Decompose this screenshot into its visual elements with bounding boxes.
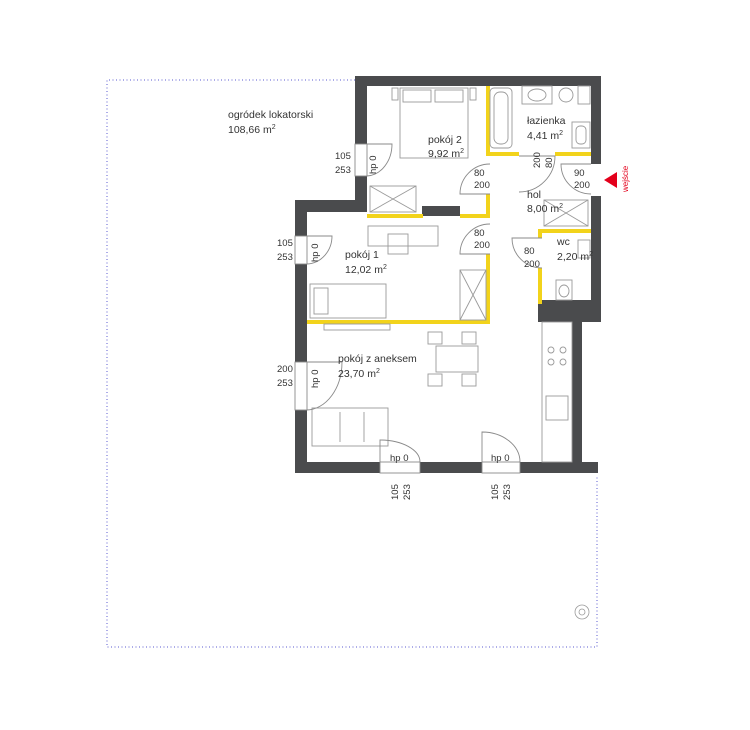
door-dim-entry-h: 200 xyxy=(574,180,590,191)
window-dim-bottom-left-h: 253 xyxy=(402,484,413,500)
door-dim-entry-w: 90 xyxy=(574,168,585,179)
entrance-label: wejście xyxy=(621,165,630,193)
window-hp-bottom-left: hp 0 xyxy=(390,453,409,464)
door-swings xyxy=(306,143,592,463)
room-area-pokoj1: 12,02 m2 xyxy=(345,264,387,276)
room-area-aneks: 23,70 m2 xyxy=(338,368,380,380)
garden-label: ogródek lokatorski xyxy=(228,109,313,121)
window-dim-pokoj2-h: 253 xyxy=(335,165,351,176)
window-dim-pokoj2-w: 105 xyxy=(335,151,351,162)
windows xyxy=(294,143,521,474)
room-area-pokoj2: 9,92 m2 xyxy=(428,148,464,160)
garden-boundary xyxy=(106,79,598,648)
door-dim-pokoj1-w: 80 xyxy=(474,228,485,239)
room-name-wc: wc xyxy=(556,236,570,248)
door-dim-wc-w: 80 xyxy=(524,246,535,257)
window-hp-aneks: hp 0 xyxy=(310,370,321,389)
door-dim-pokoj1-h: 200 xyxy=(474,240,490,251)
window-dim-bottom-left-w: 105 xyxy=(390,484,401,500)
partition-walls xyxy=(307,86,591,324)
window-dim-bottom-right-w: 105 xyxy=(490,484,501,500)
window-hp-pokoj1: hp 0 xyxy=(310,244,321,263)
door-dim-pokoj2-h: 200 xyxy=(474,180,490,191)
room-name-lazienka: łazienka xyxy=(527,115,566,127)
room-name-aneks: pokój z aneksem xyxy=(338,353,417,365)
door-dim-lazienka-w: 80 xyxy=(544,157,555,168)
furniture xyxy=(309,85,591,463)
window-dim-pokoj1-w: 105 xyxy=(277,238,293,249)
window-dim-aneks-h: 253 xyxy=(277,378,293,389)
window-dim-pokoj1-h: 253 xyxy=(277,252,293,263)
window-dim-bottom-right-h: 253 xyxy=(502,484,513,500)
window-hp-bottom-right: hp 0 xyxy=(491,453,510,464)
entrance-arrow-icon xyxy=(604,172,617,188)
room-area-hol: 8,00 m2 xyxy=(527,203,563,215)
room-name-pokoj2: pokój 2 xyxy=(428,134,462,146)
room-area-wc: 2,20 m2 xyxy=(557,251,593,263)
window-dim-aneks-w: 200 xyxy=(277,364,293,375)
door-dim-pokoj2-w: 80 xyxy=(474,168,485,179)
window-hp-pokoj2: hp 0 xyxy=(368,156,379,175)
tree-icon xyxy=(574,604,590,620)
room-name-hol: hol xyxy=(527,189,541,201)
door-dim-wc-h: 200 xyxy=(524,259,540,270)
room-name-pokoj1: pokój 1 xyxy=(345,249,379,261)
room-area-lazienka: 4,41 m2 xyxy=(527,130,563,142)
garden-area: 108,66 m2 xyxy=(228,124,276,136)
door-dim-lazienka-h: 200 xyxy=(532,152,543,168)
exterior-walls xyxy=(295,76,601,473)
